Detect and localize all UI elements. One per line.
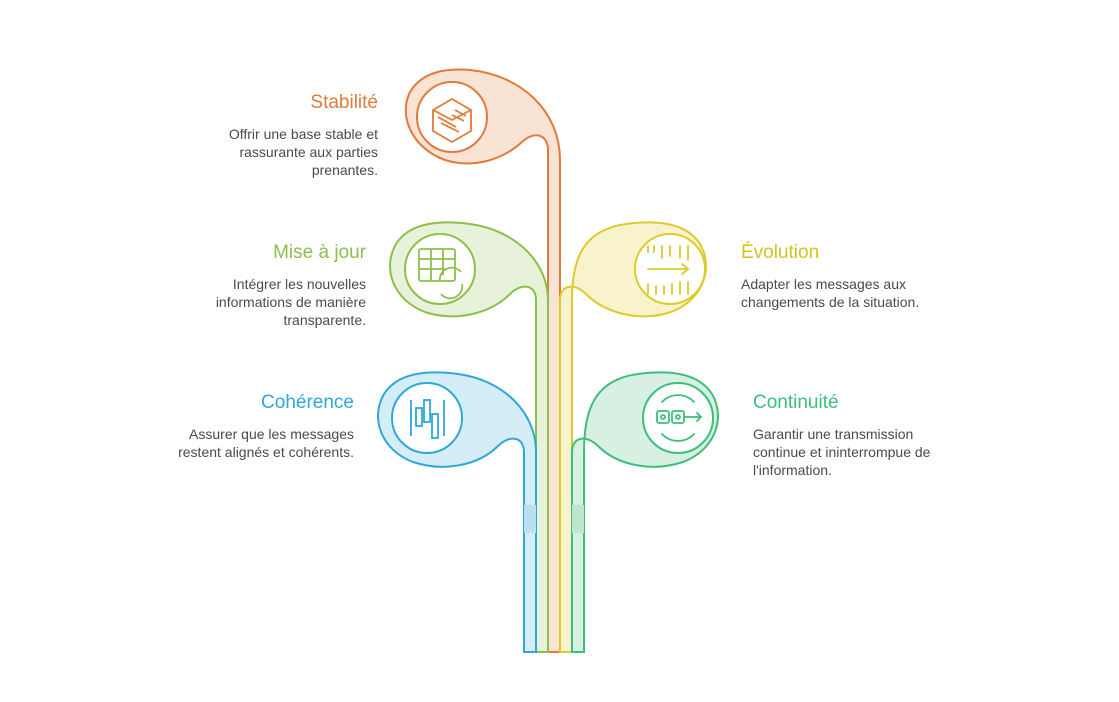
block-coherence: Cohérence Assurer que les messages reste… — [163, 392, 354, 461]
desc-mise-a-jour: Intégrer les nouvelles informations de m… — [215, 276, 366, 328]
title-stabilite: Stabilité — [310, 92, 378, 113]
leaf-mise-a-jour — [389, 221, 549, 653]
desc-stabilite: Offrir une base stable et rassurante aux… — [228, 126, 378, 178]
leaf-stabilite — [404, 68, 561, 653]
leaf-evolution — [559, 221, 707, 653]
title-coherence: Cohérence — [261, 392, 354, 413]
leaf-continuite — [571, 371, 719, 653]
leaf-coherence — [377, 371, 537, 653]
desc-coherence: Assurer que les messages restent alignés… — [178, 426, 354, 460]
block-stabilite: Stabilité Offrir une base stable et rass… — [178, 92, 378, 179]
block-continuite: Continuité Garantir une transmission con… — [753, 392, 933, 479]
link-arrow-icon — [656, 394, 703, 442]
block-mise-a-jour: Mise à jour Intégrer les nouvelles infor… — [186, 242, 366, 329]
desc-continuite: Garantir une transmission continue et in… — [753, 426, 931, 478]
desc-evolution: Adapter les messages aux changements de … — [741, 276, 920, 310]
arrow-change-icon — [647, 245, 690, 295]
title-mise-a-jour: Mise à jour — [273, 242, 366, 263]
block-evolution: Évolution Adapter les messages aux chang… — [741, 242, 931, 311]
title-evolution: Évolution — [741, 242, 820, 263]
title-continuite: Continuité — [753, 392, 839, 413]
box-stack-icon — [432, 98, 472, 143]
aligned-bars-icon — [410, 399, 445, 439]
table-refresh-icon — [418, 248, 464, 300]
